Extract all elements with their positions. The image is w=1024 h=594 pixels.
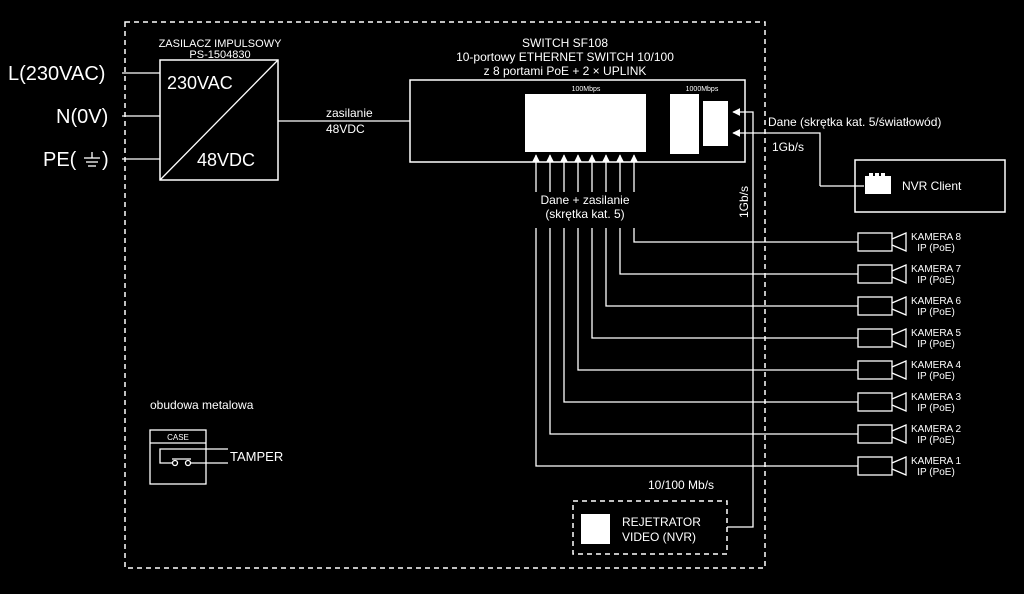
camera-name: KAMERA 1 [911, 456, 961, 467]
camera-icon [857, 264, 907, 284]
enclosure-label: obudowa metalowa [150, 398, 254, 412]
psu-box: 230VAC 48VDC [159, 59, 279, 181]
tamper-label: TAMPER [230, 449, 283, 464]
input-n-label: N(0V) [56, 106, 108, 128]
nvr-client-box: NVR Client [854, 159, 1006, 213]
camera-type: IP (PoE) [917, 435, 955, 446]
camera-icon [857, 456, 907, 476]
switch-ports-100-label: 100Mbps [572, 86, 601, 93]
camera-name: KAMERA 3 [911, 392, 961, 403]
camera-type: IP (PoE) [917, 243, 955, 254]
nvr-recorder-box: REJETRATOR VIDEO (NVR) [572, 500, 728, 555]
camera-type: IP (PoE) [917, 371, 955, 382]
case-tamper-box: CASE [149, 429, 228, 485]
enclosure-frame [124, 21, 766, 569]
svg-text:): ) [102, 149, 109, 171]
camera-type: IP (PoE) [917, 403, 955, 414]
camera-name: KAMERA 6 [911, 296, 961, 307]
camera-item: KAMERA 5IP (PoE) [857, 328, 961, 350]
camera-name: KAMERA 2 [911, 424, 961, 435]
switch-uplink-port-2 [703, 101, 728, 146]
uplink-speed-label: 1Gb/s [772, 140, 804, 154]
input-pe: PE( ) [43, 149, 109, 171]
switch-port-arrows [532, 154, 638, 192]
case-label: CASE [167, 433, 189, 442]
uplink-data-label: Dane (skrętka kat. 5/światłowód) [768, 115, 941, 129]
camera-type: IP (PoE) [917, 275, 955, 286]
camera-wire-4 [591, 228, 858, 339]
camera-icon [857, 360, 907, 380]
nvr-client-label: NVR Client [902, 179, 962, 193]
camera-icon [857, 328, 907, 348]
camera-item: KAMERA 7IP (PoE) [857, 264, 961, 286]
camera-wire-8 [535, 228, 858, 467]
psu-title-line2: PS-1504830 [189, 49, 250, 61]
camera-wire-6 [563, 228, 858, 403]
switch-uplink-port-1 [670, 94, 699, 154]
switch-downlink-label-line2: (skrętka kat. 5) [545, 207, 624, 221]
camera-list: KAMERA 8IP (PoE)KAMERA 7IP (PoE)KAMERA 6… [857, 232, 961, 478]
mains-wires [122, 72, 160, 160]
camera-wire-3 [605, 228, 858, 307]
psu-out-label: 48VDC [197, 150, 255, 170]
switch-ports-1000-label: 1000Mbps [686, 86, 719, 93]
camera-speed-label: 10/100 Mb/s [648, 478, 714, 492]
camera-item: KAMERA 2IP (PoE) [857, 424, 961, 446]
camera-wire-5 [577, 228, 858, 371]
camera-type: IP (PoE) [917, 307, 955, 318]
psu-title-line1: ZASILACZ IMPULSOWY [159, 38, 283, 50]
camera-type: IP (PoE) [917, 339, 955, 350]
switch-box: 100Mbps 1000Mbps [409, 79, 746, 163]
camera-wire-2 [619, 228, 858, 275]
switch-title-line2: 10-portowy ETHERNET SWITCH 10/100 [456, 50, 674, 64]
camera-item: KAMERA 3IP (PoE) [857, 392, 961, 414]
uplink-client-wire [732, 129, 864, 187]
camera-icon [857, 392, 907, 412]
tamper-switch-icon [159, 448, 228, 467]
camera-icon [857, 232, 907, 252]
switch-downlink-label-line1: Dane + zasilanie [540, 193, 629, 207]
recorder-icon [581, 514, 610, 544]
camera-cabling [535, 228, 858, 467]
uplink-nvr-wire [727, 108, 754, 528]
camera-name: KAMERA 7 [911, 264, 961, 275]
camera-icon [857, 296, 907, 316]
computer-icon [865, 173, 891, 194]
camera-item: KAMERA 8IP (PoE) [857, 232, 961, 254]
input-pe-label: PE( [43, 149, 77, 171]
camera-name: KAMERA 5 [911, 328, 961, 339]
camera-item: KAMERA 4IP (PoE) [857, 360, 961, 382]
recorder-label-line2: VIDEO (NVR) [622, 530, 696, 544]
camera-item: KAMERA 1IP (PoE) [857, 456, 961, 478]
camera-wire-7 [549, 228, 858, 435]
camera-item: KAMERA 6IP (PoE) [857, 296, 961, 318]
switch-title-line1: SWITCH SF108 [522, 36, 608, 50]
switch-ports-100-block [525, 94, 646, 152]
power-link-label-line2: 48VDC [326, 122, 365, 136]
camera-type: IP (PoE) [917, 467, 955, 478]
switch-title-line3: z 8 portami PoE + 2 × UPLINK [484, 64, 647, 78]
input-l-label: L(230VAC) [8, 63, 105, 85]
ground-icon [84, 152, 100, 167]
camera-name: KAMERA 8 [911, 232, 961, 243]
camera-name: KAMERA 4 [911, 360, 961, 371]
camera-wire-1 [633, 228, 858, 243]
recorder-label-line1: REJETRATOR [622, 515, 701, 529]
power-link-label-line1: zasilanie [326, 106, 373, 120]
psu-in-label: 230VAC [167, 73, 233, 93]
nvr-speed-label: 1Gb/s [737, 186, 751, 218]
camera-icon [857, 424, 907, 444]
